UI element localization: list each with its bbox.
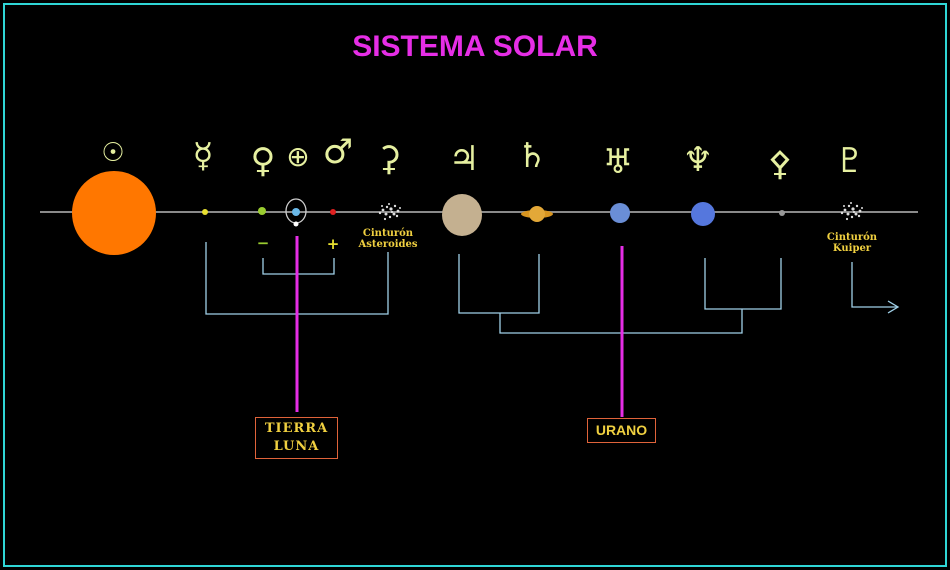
ceres-symbol-icon: ⚳ (376, 139, 402, 179)
sun-symbol-icon: ☉ (101, 138, 125, 168)
diagram-frame (3, 3, 947, 567)
pluto-symbol-icon: ♇ (834, 141, 866, 181)
gas-giants-bracket (458, 254, 540, 314)
saturn (529, 206, 545, 222)
sun (72, 171, 156, 255)
jupiter-symbol-icon: ♃ (448, 139, 480, 179)
neptune-symbol-icon: ♆ (682, 140, 714, 180)
venus (258, 207, 266, 215)
asteroid-belt (378, 203, 401, 221)
uranus-label-box: URANO (587, 418, 656, 443)
uranus-symbol-icon: ♅ (602, 142, 634, 182)
asteroid-belt-label-line2: Asteroides (358, 239, 418, 250)
kuiper-belt-label-line2: Kuiper (832, 243, 872, 254)
uranus-label: URANO (595, 422, 648, 438)
kuiper-belt (840, 202, 863, 221)
mercury-symbol-icon: ☿ (192, 136, 214, 176)
mars-symbol-icon: ♂ (322, 132, 354, 172)
kuiper-belt-label-line1: Cinturón (826, 232, 878, 243)
moon (293, 221, 299, 227)
earth-symbol-icon: ⊕ (286, 140, 310, 173)
brackets (205, 242, 900, 334)
moon-label: LUNA (273, 439, 320, 454)
uranus (610, 203, 630, 223)
asteroid-belt-label: Cinturón Asteroides (358, 228, 417, 250)
earth (292, 208, 300, 216)
ice-giants-bracket (704, 258, 782, 310)
plus-sign: + (326, 235, 340, 253)
minus-sign: − (256, 234, 270, 252)
mercury (202, 209, 208, 215)
kuiper-arrow-line (851, 262, 897, 308)
kuiper-arrowhead (887, 300, 900, 314)
venus-symbol-icon: ♀ (250, 141, 276, 181)
asteroid-symbol-icon: ⚴ (767, 144, 793, 184)
jupiter (442, 194, 482, 236)
kuiper-belt-label: Cinturón Kuiper (827, 232, 877, 254)
mars (330, 209, 336, 215)
diagram-title: SISTEMA SOLAR (352, 30, 598, 63)
pluto (779, 210, 785, 216)
earth-label: TIERRA (264, 421, 329, 436)
asteroid-belt-label-line1: Cinturón (362, 228, 414, 239)
neptune (691, 202, 715, 226)
saturn-symbol-icon: ♄ (516, 136, 548, 176)
earth-moon-label-box: TIERRA LUNA (255, 417, 338, 459)
